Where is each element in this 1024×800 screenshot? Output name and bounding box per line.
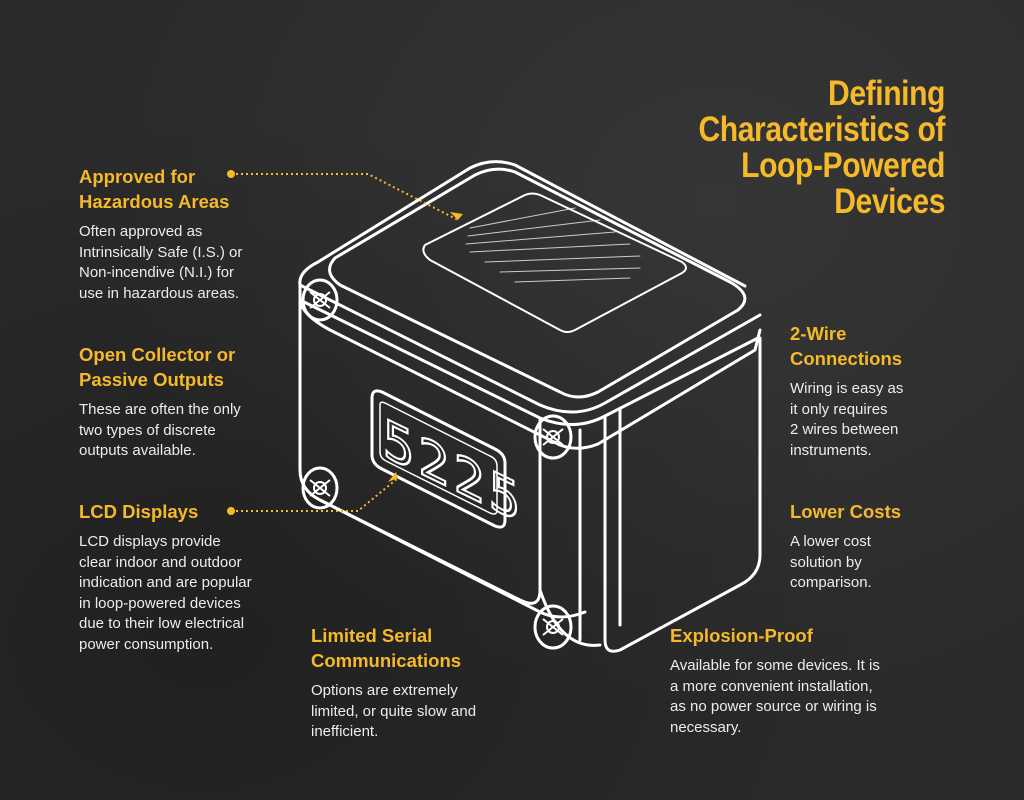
feature-heading: 2-Wire Connections [790, 321, 990, 371]
feature-2-wire-connections: 2-Wire Connections Wiring is easy as it … [790, 321, 990, 461]
lid-edge [298, 283, 762, 450]
description-line: Available for some devices. It is [670, 657, 880, 674]
heading-line: Hazardous Areas [79, 191, 230, 212]
description-line: limited, or quite slow and [311, 702, 477, 720]
heading-line: Lower Costs [790, 501, 902, 522]
description-line: indication and are popular [79, 574, 252, 591]
heading-line: 2-Wire [790, 323, 847, 344]
description-line: Non-incendive (N.I.) for [79, 264, 235, 281]
description-line: Intrinsically Safe (I.S.) or [79, 243, 243, 261]
description-line: These are often the only [79, 401, 241, 418]
feature-heading: Lower Costs [790, 499, 990, 524]
feature-serial-communications: Limited Serial Communications Options ar… [311, 623, 531, 743]
lid-edge [298, 260, 762, 414]
hazardous-callout-line [236, 173, 459, 221]
lid-rim [316, 160, 747, 288]
heading-line: Explosion-Proof [670, 625, 813, 646]
screw-right-top-icon [533, 414, 573, 460]
feature-heading: Open Collector or Passive Outputs [79, 342, 299, 392]
description-line: a more convenient installation, [670, 677, 873, 695]
description-line: two types of discrete [79, 421, 216, 439]
description-line: inefficient. [311, 723, 379, 740]
description-line: due to their low electrical [79, 615, 245, 632]
feature-lcd-displays: LCD Displays LCD displays provide clear … [79, 499, 299, 655]
label-plate [422, 192, 687, 333]
body-corner [538, 588, 602, 647]
description-line: use in hazardous areas. [79, 284, 240, 302]
heading-line: Connections [790, 348, 903, 369]
heading-line: Limited Serial [311, 625, 433, 646]
body-bottom-edge [318, 498, 587, 619]
heading-line: Communications [311, 650, 462, 671]
feature-explosion-proof: Explosion-Proof Available for some devic… [670, 623, 970, 738]
screw-bottom-left-icon [301, 466, 339, 510]
heading-line: Open Collector or [79, 344, 236, 365]
description-line: necessary. [670, 718, 742, 736]
feature-description: LCD displays provide clear indoor and ou… [79, 532, 299, 655]
description-line: outputs available. [79, 442, 196, 459]
description-line: clear indoor and outdoor [79, 553, 242, 571]
screw-right-bottom-icon [533, 604, 573, 650]
description-line: comparison. [790, 574, 872, 591]
feature-heading: Explosion-Proof [670, 623, 970, 648]
feature-description: Often approved as Intrinsically Safe (I.… [79, 222, 299, 304]
title-line: Devices [834, 182, 945, 221]
description-line: solution by [790, 553, 862, 571]
lid-top-face [328, 167, 747, 399]
hazardous-callout-arrow-icon [450, 212, 463, 220]
feature-description: Available for some devices. It is a more… [670, 656, 970, 738]
description-line: Often approved as [79, 223, 203, 240]
description-line: Options are extremely [311, 682, 458, 699]
description-line: it only requires [790, 400, 888, 418]
page-title: Defining Characteristics of Loop-Powered… [661, 76, 945, 220]
hazardous-callout-dot [227, 170, 235, 178]
heading-line: Passive Outputs [79, 369, 224, 390]
description-line: Wiring is easy as [790, 380, 904, 397]
description-line: in loop-powered devices [79, 594, 241, 612]
screws [301, 278, 573, 650]
feature-passive-outputs: Open Collector or Passive Outputs These … [79, 342, 299, 462]
lcd-display-value: 5225 [383, 407, 524, 536]
heading-line: Approved for [79, 166, 196, 187]
body-right-face [603, 336, 762, 653]
title-line: Characteristics of [698, 110, 945, 149]
description-line: instruments. [790, 441, 872, 459]
label-text-lines [465, 207, 641, 283]
feature-heading: Approved for Hazardous Areas [79, 164, 299, 214]
feature-description: Wiring is easy as it only requires 2 wir… [790, 379, 990, 461]
feature-description: A lower cost solution by comparison. [790, 532, 990, 594]
description-line: as no power source or wiring is [670, 698, 877, 715]
feature-description: Options are extremely limited, or quite … [311, 681, 531, 743]
heading-line: LCD Displays [79, 501, 199, 522]
title-line: Loop-Powered [741, 146, 945, 185]
screw-top-left-icon [301, 278, 339, 322]
title-line: Defining [828, 74, 945, 113]
feature-heading: LCD Displays [79, 499, 299, 524]
feature-hazardous-areas: Approved for Hazardous Areas Often appro… [79, 164, 299, 304]
callout-leaders [236, 173, 459, 512]
description-line: 2 wires between [790, 421, 899, 438]
lcd-callout-dot [227, 507, 235, 515]
lcd-callout-line [236, 477, 399, 512]
feature-lower-costs: Lower Costs A lower cost solution by com… [790, 499, 990, 594]
body-seam [578, 408, 622, 642]
lcd-callout-arrow-icon [388, 472, 398, 482]
lcd-window [370, 389, 507, 529]
feature-description: These are often the only two types of di… [79, 400, 299, 462]
feature-heading: Limited Serial Communications [311, 623, 531, 673]
description-line: power consumption. [79, 635, 214, 653]
description-line: A lower cost [790, 533, 871, 550]
description-line: LCD displays provide [79, 533, 221, 550]
